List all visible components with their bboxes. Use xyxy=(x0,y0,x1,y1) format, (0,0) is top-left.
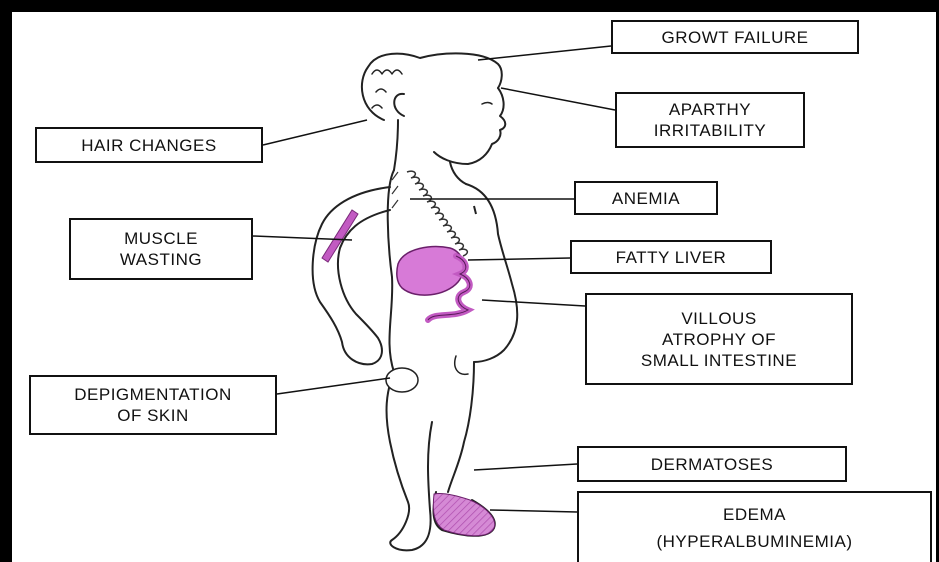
apathy-irritability-label: APARTHY IRRITABILITY xyxy=(615,92,805,148)
leg-front xyxy=(448,362,474,492)
hair-curls xyxy=(372,70,402,108)
depigmentation-label: DEPIGMENTATION OF SKIN xyxy=(29,375,277,435)
rib-ladder xyxy=(392,171,467,256)
face-profile xyxy=(434,88,505,164)
belly-outline xyxy=(466,184,517,362)
depigmentation-patch xyxy=(386,368,418,392)
diagram-canvas: GROWT FAILURE APARTHY IRRITABILITY HAIR … xyxy=(12,12,936,562)
liver-highlight xyxy=(397,247,464,296)
growth-failure-label: GROWT FAILURE xyxy=(611,20,859,54)
nipple-mark xyxy=(474,206,476,214)
edema-label: EDEMA (HYPERALBUMINEMIA) xyxy=(577,491,932,562)
hair-changes-label: HAIR CHANGES xyxy=(35,127,263,163)
villous-atrophy-label: VILLOUS ATROPHY OF SMALL INTESTINE xyxy=(585,293,853,385)
back-outline xyxy=(388,170,394,372)
leg-back xyxy=(387,372,432,550)
neck-back xyxy=(394,120,398,170)
muscle-wasting-label: MUSCLE WASTING xyxy=(69,218,253,280)
neck-front xyxy=(450,162,466,184)
hair-outline xyxy=(362,53,502,120)
genital-sketch xyxy=(455,356,468,374)
edema-highlight xyxy=(433,493,494,535)
dermatoses-label: DERMATOSES xyxy=(577,446,847,482)
fatty-liver-label: FATTY LIVER xyxy=(570,240,772,274)
ear xyxy=(394,94,404,116)
eye xyxy=(482,103,492,105)
muscle-wasting-highlight xyxy=(322,210,358,262)
anemia-label: ANEMIA xyxy=(574,181,718,215)
